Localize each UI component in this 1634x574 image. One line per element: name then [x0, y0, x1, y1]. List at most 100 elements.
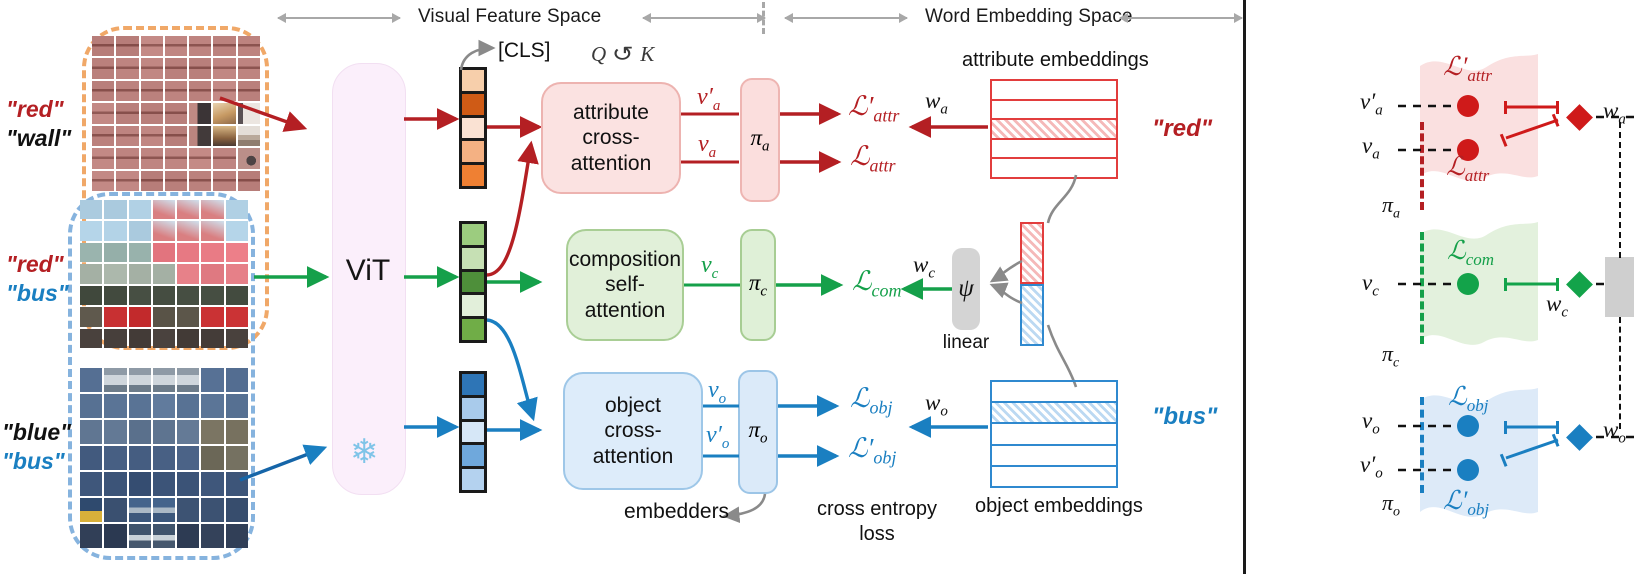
embedding-row: [992, 81, 1116, 101]
image-patch: [80, 242, 103, 263]
token-cell: [462, 224, 484, 248]
label-v-attr-prime: v′a: [697, 84, 721, 114]
input-3-attribute: "blue": [2, 419, 72, 445]
image-patch: [80, 307, 103, 327]
image-patch: [237, 148, 260, 169]
k-symbol: K: [640, 42, 655, 66]
image-patch: [152, 307, 176, 327]
image-patch: [189, 103, 212, 124]
image-patch: [152, 285, 176, 306]
image-patch: [213, 170, 236, 191]
arrow-image2-to-vit: [254, 266, 330, 288]
image-patch: [104, 498, 127, 522]
object-axis-pi: [1420, 397, 1424, 493]
image-patch: [116, 170, 139, 191]
object-target-label: wo: [1603, 417, 1626, 447]
image-patch: [201, 264, 224, 284]
attribute-cross-attention-block[interactable]: attribute cross- attention: [541, 82, 681, 194]
image-patch: [104, 200, 127, 220]
object-point-label-2: v′o: [1360, 452, 1383, 482]
image-patch: [80, 200, 103, 220]
label-w-attr: wa: [925, 88, 948, 118]
label-w-obj: wo: [925, 390, 948, 420]
attr-block-line2: cross-: [582, 126, 640, 150]
image-patch: [152, 446, 176, 470]
token-cell: [462, 165, 484, 186]
image-patch: [201, 498, 224, 522]
input-2-object: "bus": [6, 279, 69, 306]
attribute-embeddings-title: attribute embeddings: [962, 49, 1149, 71]
attr-block-line1: attribute: [573, 100, 649, 124]
input-2-attribute: "red": [6, 251, 64, 277]
image-patch: [201, 524, 224, 548]
obj-block-line3: attention: [592, 444, 674, 468]
embedding-row: [992, 403, 1116, 425]
label-v-comp: vc: [701, 252, 719, 282]
attribute-loss-bot: ℒattr: [1446, 152, 1490, 186]
image-patch: [128, 420, 151, 444]
image-patch: [213, 148, 236, 169]
image-patch: [92, 170, 115, 191]
image-patch: [225, 264, 248, 284]
pi-obj-label: πo: [748, 416, 768, 447]
image-patch: [213, 103, 236, 124]
linear-projection-psi[interactable]: ψ: [952, 248, 980, 330]
image-patch: [116, 58, 139, 79]
image-patch: [152, 472, 176, 496]
loss-attr: ℒattr: [850, 141, 896, 176]
image-patch: [152, 394, 176, 418]
image-patch: [164, 148, 188, 169]
w-comp-arrow: [900, 278, 952, 300]
snowflake-icon: ❄: [350, 433, 379, 471]
attribute-embeddings-table[interactable]: [990, 79, 1118, 179]
image-patch: [152, 328, 176, 348]
input-image-patches-blue-bus: [80, 368, 248, 548]
image-patch: [177, 264, 200, 284]
arrow-vit-to-obj-tokens: [404, 416, 460, 438]
composition-self-attention-block[interactable]: composition self- attention: [566, 229, 684, 341]
image-patch: [177, 285, 200, 306]
image-patch: [225, 307, 248, 327]
input-3-object: "bus": [2, 447, 65, 474]
input-label-3: "blue" "bus": [2, 418, 71, 476]
composition-manifold-blob: [1420, 222, 1538, 345]
pi-composition-embedder[interactable]: πc: [740, 229, 776, 341]
embedders-label: embedders: [624, 500, 730, 523]
image-patch: [225, 524, 248, 548]
image-patch: [140, 36, 163, 57]
image-patch: [225, 498, 248, 522]
token-cell: [462, 445, 484, 470]
object-cross-attention-block[interactable]: object cross- attention: [563, 372, 703, 490]
image-patch: [177, 242, 200, 263]
object-embeddings-title: object embeddings: [975, 495, 1143, 517]
object-embeddings-table[interactable]: [990, 380, 1118, 488]
image-patch: [128, 524, 151, 548]
vit-encoder-block[interactable]: [332, 63, 406, 495]
image-patch: [225, 328, 248, 348]
image-patch: [152, 420, 176, 444]
image-patch: [237, 125, 260, 147]
image-patch: [201, 328, 224, 348]
cross-entropy-line1: cross entropy: [816, 498, 938, 520]
image-patch: [116, 36, 139, 57]
composition-target-label: wc: [1546, 291, 1569, 321]
image-patch: [152, 524, 176, 548]
image-patch: [128, 200, 151, 220]
attribute-manifold-contents: [1398, 95, 1634, 161]
label-v-obj: vo: [708, 377, 727, 407]
image-patch: [177, 368, 200, 392]
pi-attribute-embedder[interactable]: πa: [740, 78, 780, 202]
token-cell: [462, 141, 484, 166]
image-patch: [177, 328, 200, 348]
object-word-bus: "bus": [1152, 403, 1218, 430]
image-patch: [213, 36, 236, 57]
embedders-pointer: [722, 493, 767, 524]
image-patch: [80, 446, 103, 470]
image-patch: [128, 285, 151, 306]
header-arrow-mid-right: [784, 13, 908, 23]
image-patch: [164, 58, 188, 79]
obj-block-line1: object: [604, 393, 662, 417]
image-patch: [164, 125, 188, 147]
pi-object-embedder[interactable]: πo: [738, 370, 778, 494]
loss-obj: ℒobj: [850, 383, 893, 418]
